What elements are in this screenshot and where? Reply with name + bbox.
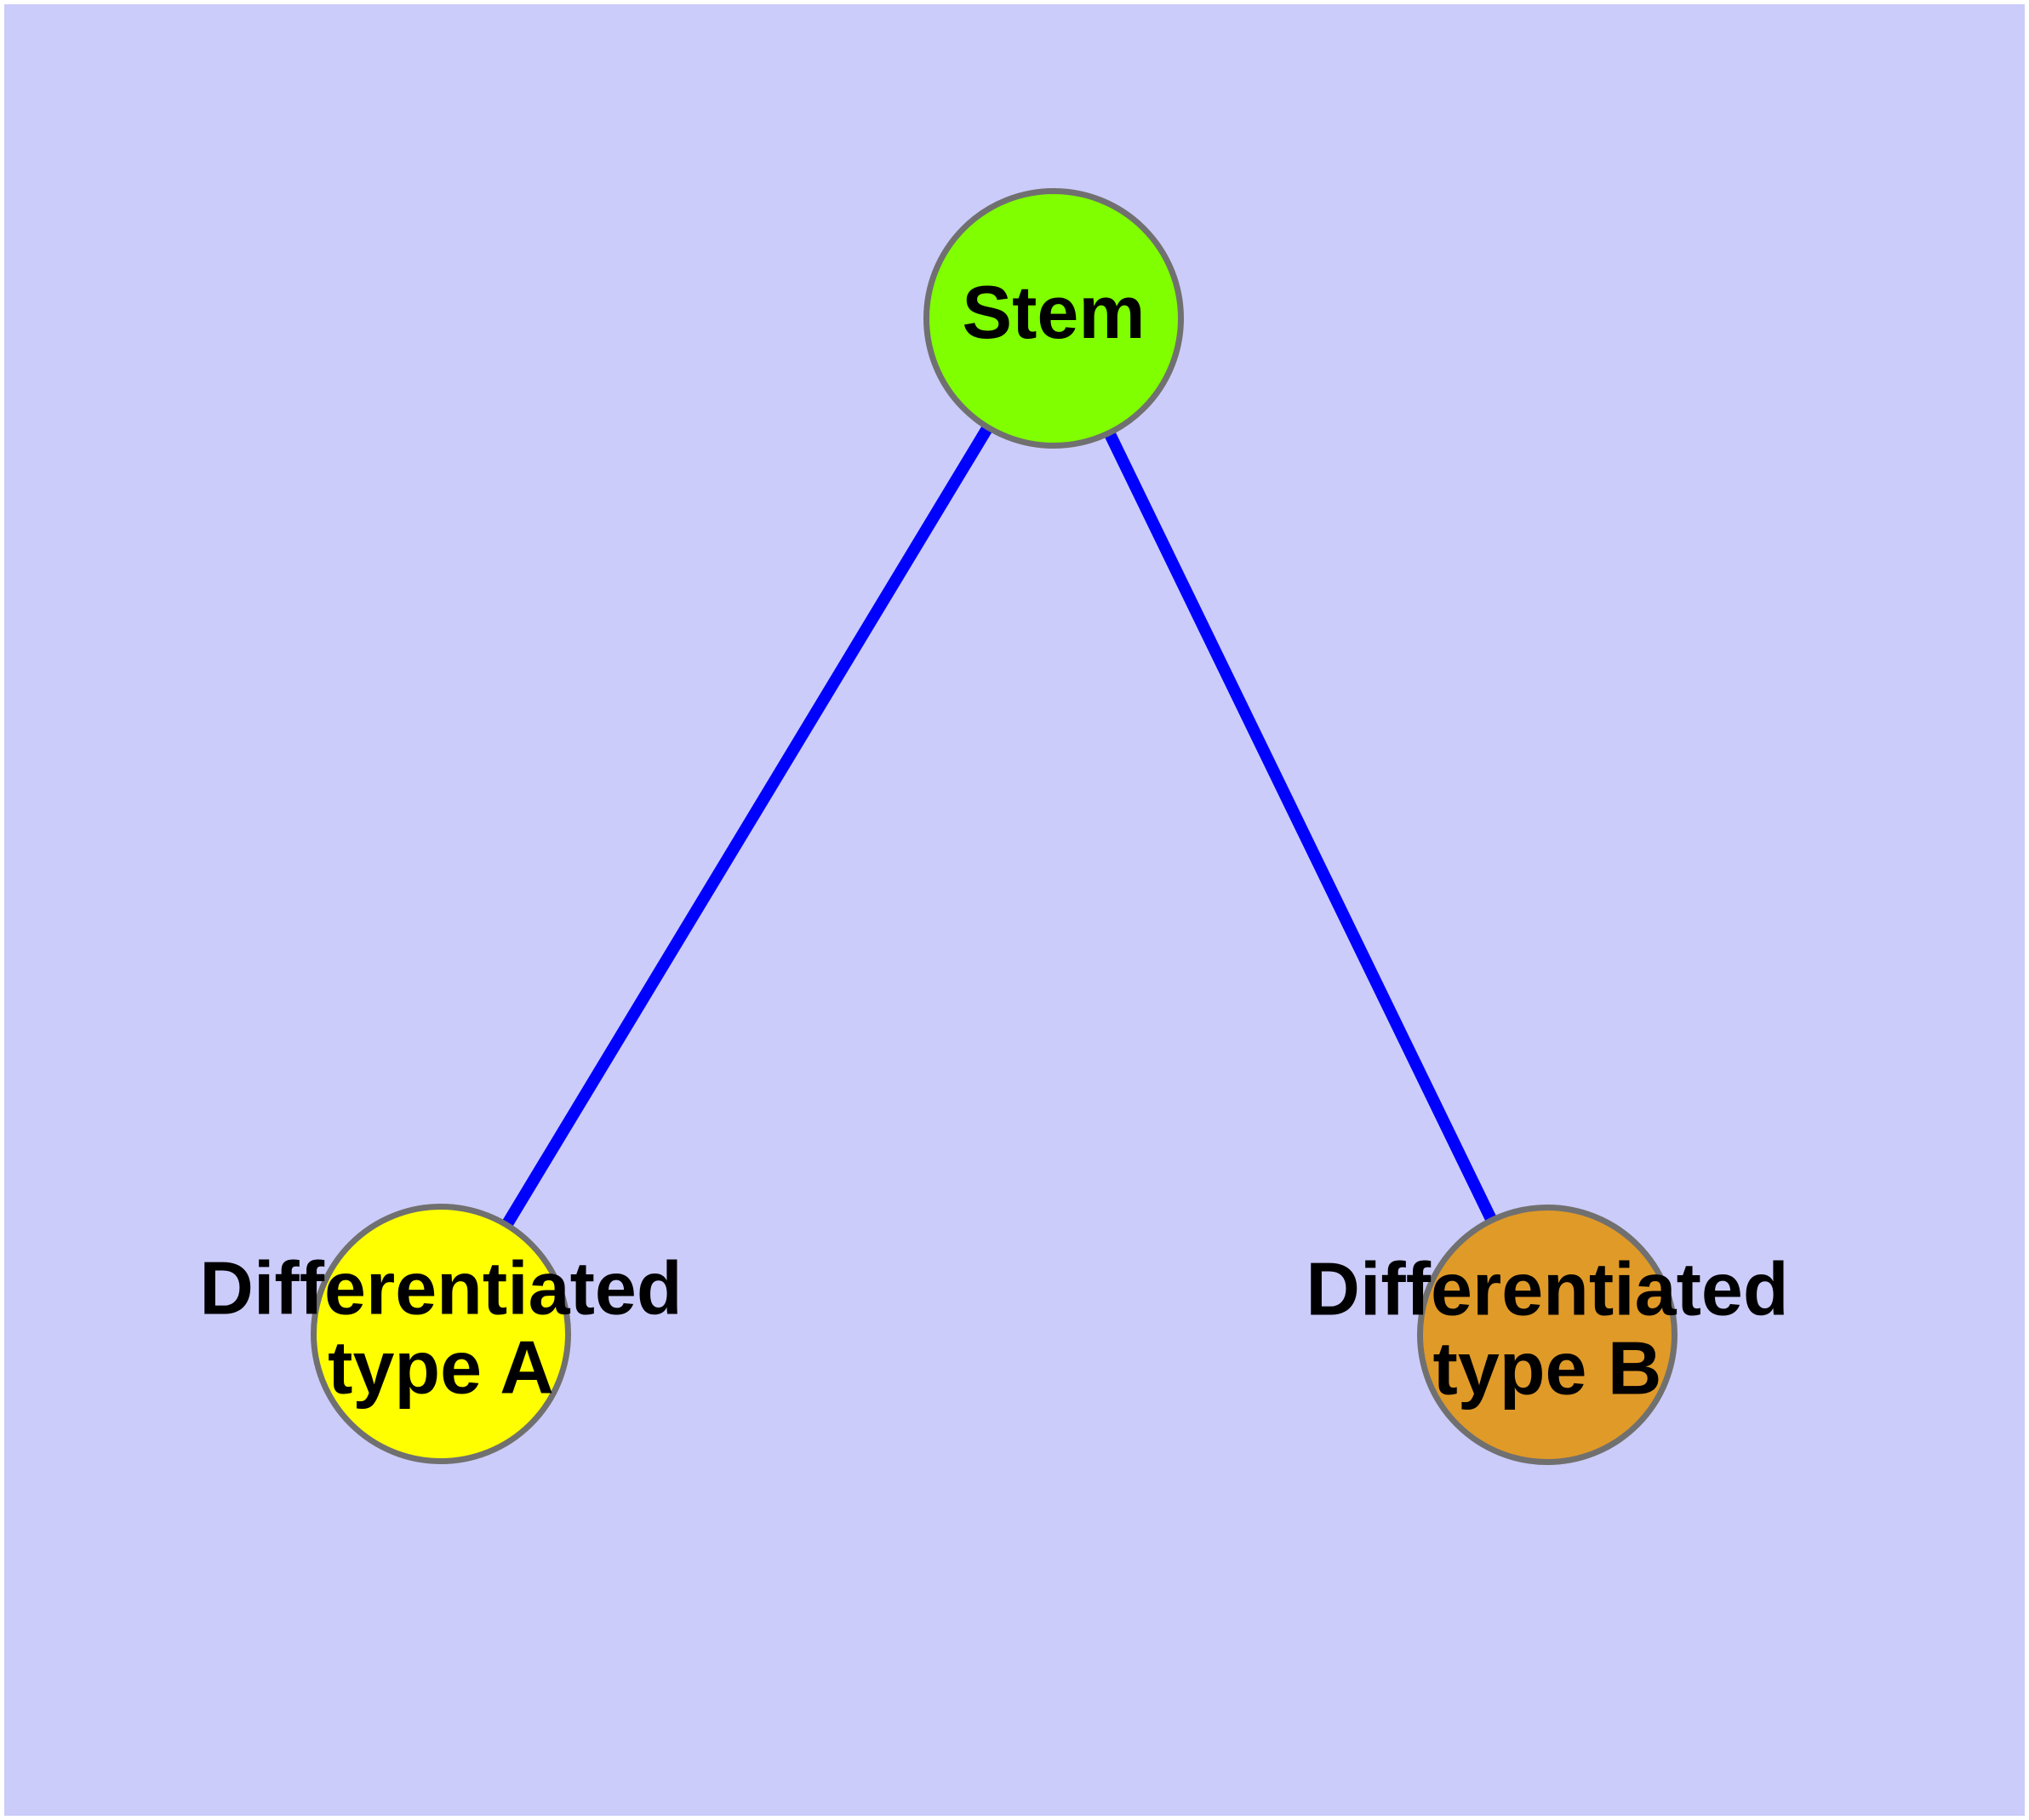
graph-edge[interactable] bbox=[1102, 428, 1499, 1225]
node-label-line: type B bbox=[1433, 1326, 1662, 1411]
node-circle-diff_b[interactable] bbox=[1417, 1205, 1677, 1465]
edge-layer bbox=[500, 422, 1499, 1230]
node-label-line: type A bbox=[328, 1325, 554, 1410]
node-label-line: Differentiated bbox=[199, 1246, 682, 1331]
graph-edge[interactable] bbox=[500, 422, 995, 1230]
node-label-line: Differentiated bbox=[1306, 1247, 1788, 1331]
node-label-stem: Stem bbox=[962, 270, 1145, 354]
node-circle-diff_a[interactable] bbox=[311, 1204, 571, 1464]
node-circle-stem[interactable] bbox=[923, 188, 1184, 449]
node-label-line: Stem bbox=[962, 270, 1145, 354]
graph-node-stem[interactable]: Stem bbox=[923, 188, 1184, 449]
